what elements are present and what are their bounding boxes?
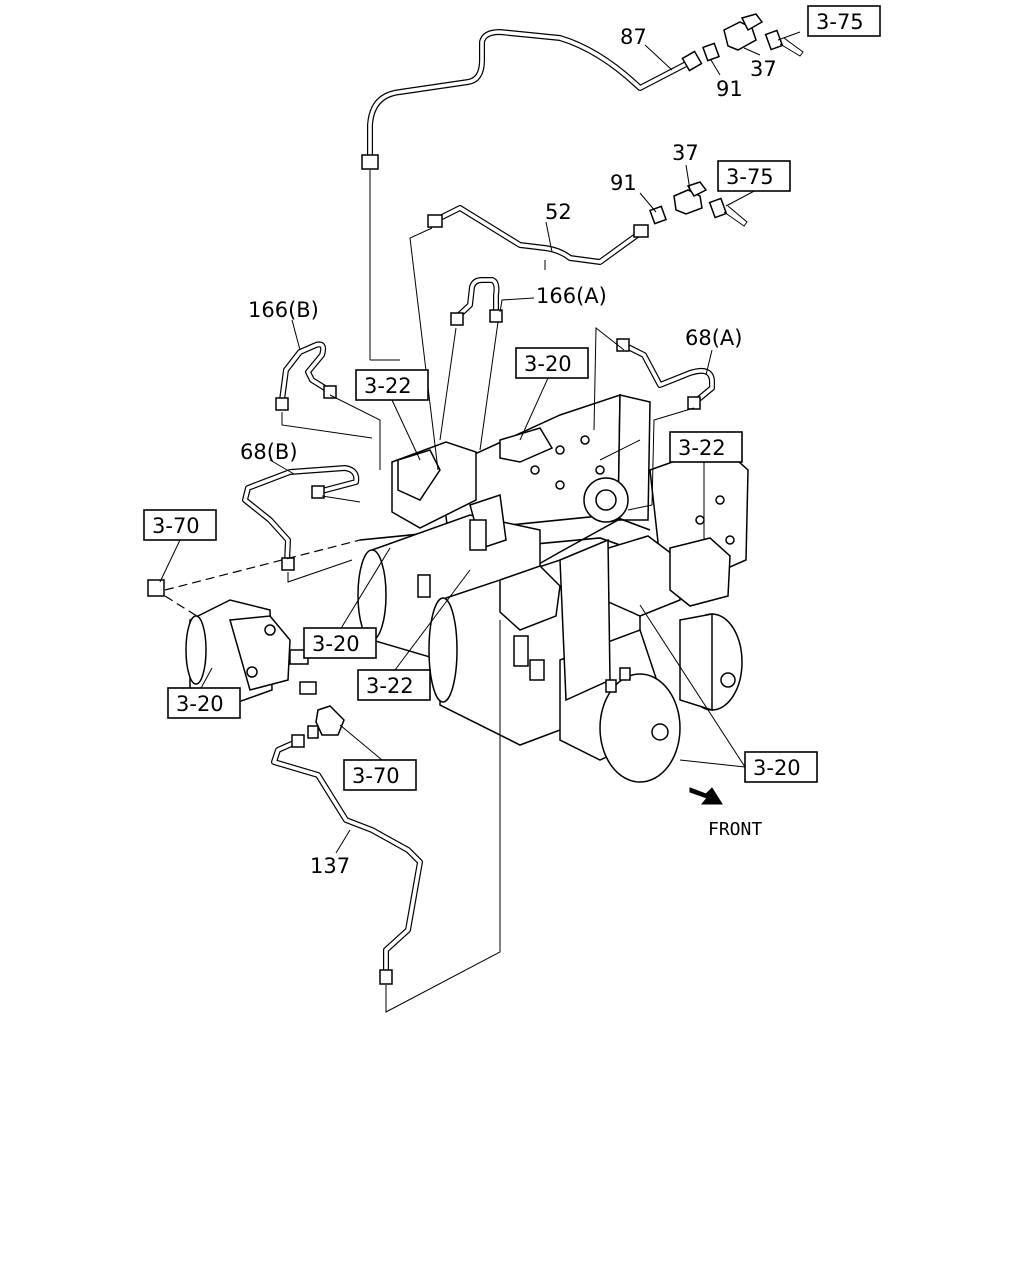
fitting-group-top bbox=[702, 13, 804, 62]
label-part-166a: 166(A) bbox=[536, 284, 607, 308]
pipe-68b bbox=[242, 465, 360, 571]
ref-box-3-22-upper: 3-22 bbox=[355, 369, 429, 401]
ref-box-3-20-upper: 3-20 bbox=[515, 347, 589, 379]
svg-text:3-22: 3-22 bbox=[364, 374, 412, 398]
ref-box-3-20-middle: 3-20 bbox=[303, 627, 377, 659]
frame-assembly bbox=[357, 393, 749, 783]
ref-box-3-20-right: 3-20 bbox=[744, 751, 818, 783]
ref-box-3-20-left: 3-20 bbox=[167, 687, 241, 719]
pipe-87 bbox=[361, 29, 703, 170]
ref-box-3-22-right: 3-22 bbox=[669, 431, 743, 463]
pipe-52 bbox=[427, 205, 649, 265]
svg-text:3-75: 3-75 bbox=[726, 165, 774, 189]
ref-box-3-70-left: 3-70 bbox=[143, 509, 217, 541]
relay-valve-assembly bbox=[185, 599, 317, 706]
label-part-68b: 68(B) bbox=[240, 440, 298, 464]
fitting-3-70-lower bbox=[307, 705, 345, 739]
svg-text:3-20: 3-20 bbox=[176, 692, 224, 716]
front-arrow bbox=[689, 787, 723, 805]
ref-box-3-70-lower: 3-70 bbox=[343, 759, 417, 791]
svg-text:3-70: 3-70 bbox=[152, 514, 200, 538]
fitting-group-mid bbox=[649, 181, 748, 227]
fitting-3-70-left bbox=[147, 579, 165, 597]
pipe-166a bbox=[450, 277, 503, 326]
label-part-91-top: 91 bbox=[716, 77, 743, 101]
ref-box-3-22-lower: 3-22 bbox=[357, 669, 431, 701]
label-part-137: 137 bbox=[310, 854, 350, 878]
label-part-91-mid: 91 bbox=[610, 171, 637, 195]
svg-text:3-70: 3-70 bbox=[352, 764, 400, 788]
label-part-37-mid: 37 bbox=[672, 141, 699, 165]
svg-text:3-22: 3-22 bbox=[678, 436, 726, 460]
label-part-37-top: 37 bbox=[750, 57, 777, 81]
svg-text:3-20: 3-20 bbox=[524, 352, 572, 376]
ref-box-3-75-top: 3-75 bbox=[807, 5, 881, 37]
leader-lines bbox=[159, 31, 801, 1013]
front-label: FRONT bbox=[708, 819, 762, 840]
svg-text:3-22: 3-22 bbox=[366, 674, 414, 698]
reference-boxes: 3-75 3-75 3-22 3-20 3-22 3-70 3-20 3-22 bbox=[143, 5, 881, 791]
pipe-137 bbox=[271, 734, 423, 985]
svg-text:3-75: 3-75 bbox=[816, 10, 864, 34]
label-part-166b: 166(B) bbox=[248, 298, 319, 322]
part-labels: 87 37 91 37 91 52 166(A) 166(B) 68(A) 68… bbox=[240, 25, 777, 878]
label-part-87: 87 bbox=[620, 25, 647, 49]
ref-box-3-75-mid: 3-75 bbox=[717, 160, 791, 192]
pipe-68a bbox=[616, 338, 715, 410]
label-part-52: 52 bbox=[545, 200, 572, 224]
pipe-166b bbox=[275, 341, 337, 411]
label-part-68a: 68(A) bbox=[685, 326, 742, 350]
svg-text:3-20: 3-20 bbox=[753, 756, 801, 780]
svg-text:3-20: 3-20 bbox=[312, 632, 360, 656]
